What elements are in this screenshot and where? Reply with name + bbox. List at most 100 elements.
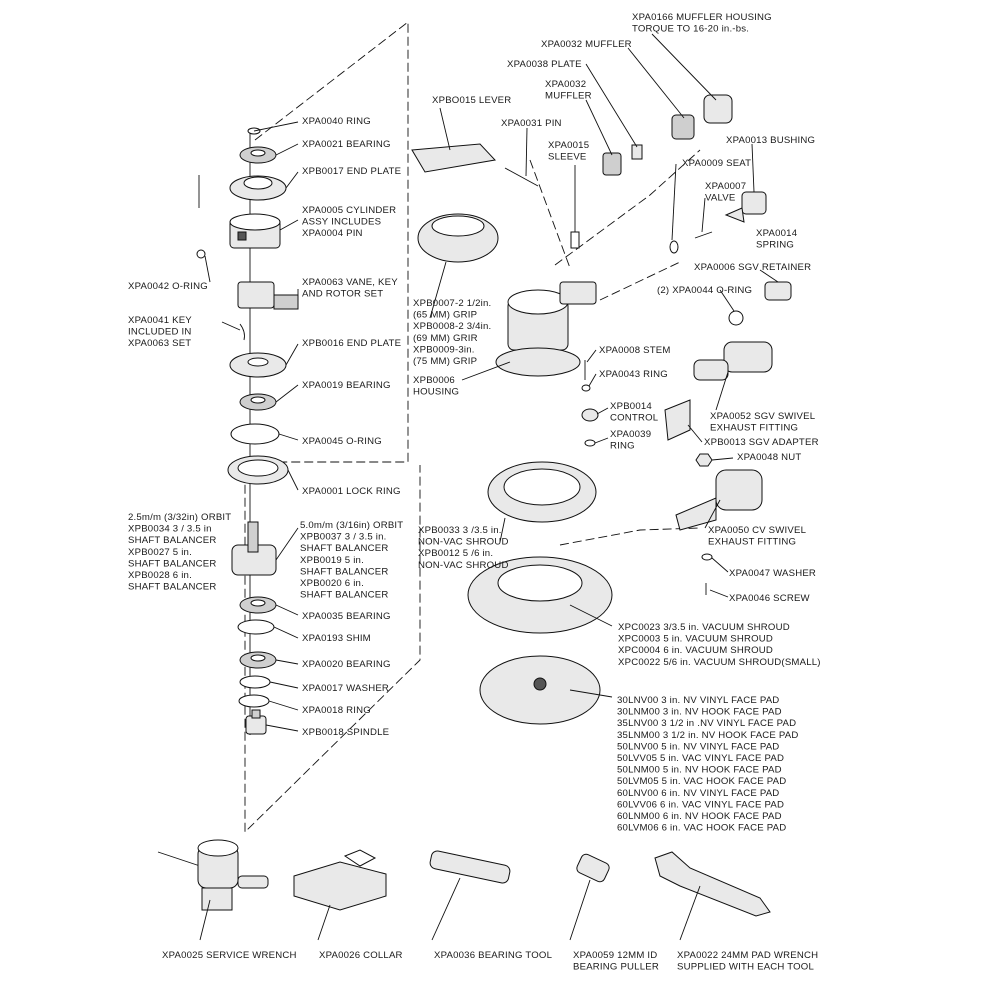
label-line: EXHAUST FITTING <box>708 537 796 548</box>
shaft-balancer <box>231 521 277 576</box>
label-line: SUPPLIED WITH EACH TOOL <box>677 962 814 973</box>
label-line: 5.0m/m (3/16in) ORBIT <box>300 520 403 531</box>
label-line: XPB0028 6 in. <box>128 570 192 581</box>
label-line: XPA0017 WASHER <box>302 683 389 694</box>
label-line: XPB0019 5 in. <box>300 555 364 566</box>
label-line: BEARING PULLER <box>573 962 659 973</box>
ring-xpa0018 <box>238 694 270 708</box>
leader-lines <box>199 33 779 941</box>
label-line: XPA0021 BEARING <box>302 139 391 150</box>
non-vac-shroud <box>487 461 597 523</box>
label-line: XPA0031 PIN <box>501 118 562 129</box>
label-line: EXHAUST FITTING <box>710 423 798 434</box>
collar-xpa0026 <box>293 849 387 911</box>
label-xpa0018: XPA0018 RING <box>302 705 371 716</box>
label-xpa0040: XPA0040 RING <box>302 116 371 127</box>
label-line: 50LVM05 5 in. VAC HOOK FACE PAD <box>617 776 786 787</box>
bearing-xpa0019 <box>239 393 277 411</box>
label-line: XPA0008 STEM <box>599 345 671 356</box>
label-line: (75 MM) GRIP <box>413 356 477 367</box>
label-line: XPB0020 6 in. <box>300 578 364 589</box>
label-line: XPA0005 CYLINDER <box>302 205 396 216</box>
label-line: XPC0004 6 in. VACUUM SHROUD <box>618 645 773 656</box>
o-ring-xpa0044 <box>728 310 744 326</box>
label-line: (2) XPA0044 O-RING <box>657 285 752 296</box>
label-line: XPA0026 COLLAR <box>319 950 403 961</box>
label-line: ASSY INCLUDES <box>302 217 381 228</box>
left-column-parts <box>196 127 299 735</box>
label-line: XPB0034 3 / 3.5 in <box>128 524 212 535</box>
housing-xpb0006 <box>495 281 597 377</box>
label-line: XPA0048 NUT <box>737 452 801 463</box>
label-line: SLEEVE <box>548 152 587 163</box>
nut-xpa0048 <box>695 453 713 467</box>
label-xpa0026: XPA0026 COLLAR <box>319 950 403 961</box>
label-line: XPB0012 5 /6 in. <box>418 548 493 559</box>
cv-swivel-xpa0050 <box>675 469 763 531</box>
ring-xpa0039 <box>584 439 596 447</box>
label-line: XPB0006 <box>413 375 455 386</box>
center-parts <box>411 143 613 725</box>
label-line: (69 MM) GRIR <box>413 333 478 344</box>
label-line: XPA0036 BEARING TOOL <box>434 950 553 961</box>
label-line: XPA0019 BEARING <box>302 380 391 391</box>
label-line: INCLUDED IN <box>128 327 192 338</box>
label-xpa0042: XPA0042 O-RING <box>128 281 208 292</box>
label-line: SHAFT BALANCER <box>300 590 388 601</box>
sgv-swivel-xpa0052 <box>693 341 773 381</box>
label-xpa0032-muffler: XPA0032 MUFFLER <box>541 39 632 50</box>
label-line: NON-VAC SHROUD <box>418 537 509 548</box>
label-line: 35LNV00 3 1/2 in .NV VINYL FACE PAD <box>617 718 796 729</box>
label-line: SPRING <box>756 240 794 251</box>
label-xpa0043: XPA0043 RING <box>599 369 668 380</box>
label-xpa0048: XPA0048 NUT <box>737 452 801 463</box>
label-line: 30LNV00 3 in. NV VINYL FACE PAD <box>617 695 779 706</box>
washer-xpa0017 <box>239 675 271 689</box>
label-line: XPC0003 5 in. VACUUM SHROUD <box>618 634 773 645</box>
label-line: XPA0043 RING <box>599 369 668 380</box>
label-xpa0038: XPA0038 PLATE <box>507 59 582 70</box>
label-line: XPB0027 5 in. <box>128 547 192 558</box>
right-upper-parts <box>602 94 792 595</box>
label-line: XPB0007-2 1/2in. <box>413 298 491 309</box>
vacuum-shroud <box>467 556 613 634</box>
label-line: XPB0008-2 3/4in. <box>413 321 491 332</box>
label-line: XPA0007 <box>705 181 746 192</box>
face-pad <box>479 655 601 725</box>
label-xpa0045: XPA0045 O-RING <box>302 436 382 447</box>
label-line: XPA0001 LOCK RING <box>302 486 401 497</box>
label-xpa0031: XPA0031 PIN <box>501 118 562 129</box>
label-line: XPA0059 12MM ID <box>573 950 657 961</box>
label-line: XPA0166 MUFFLER HOUSING <box>632 12 772 23</box>
label-line: RING <box>610 441 635 452</box>
label-line: CONTROL <box>610 413 659 424</box>
label-line: XPA0047 WASHER <box>729 568 816 579</box>
label-line: AND ROTOR SET <box>302 289 383 300</box>
label-line: XPA0052 SGV SWIVEL <box>710 411 816 422</box>
lever-xpbo015 <box>411 143 497 173</box>
label-xpa0046: XPA0046 SCREW <box>729 593 811 604</box>
label-line: SHAFT BALANCER <box>128 582 216 593</box>
label-line: XPB0037 3 / 3.5 in. <box>300 532 386 543</box>
sgv-retainer-xpa0006 <box>764 281 792 301</box>
label-line: XPA0004 PIN <box>302 228 363 239</box>
label-line: XPA0046 SCREW <box>729 593 811 604</box>
muffler-xpa0032 <box>671 114 695 140</box>
pad-wrench-xpa0022 <box>654 851 771 917</box>
lock-ring-xpa0001 <box>227 455 289 485</box>
label-line: SHAFT BALANCER <box>300 543 388 554</box>
label-xpa0036: XPA0036 BEARING TOOL <box>434 950 553 961</box>
